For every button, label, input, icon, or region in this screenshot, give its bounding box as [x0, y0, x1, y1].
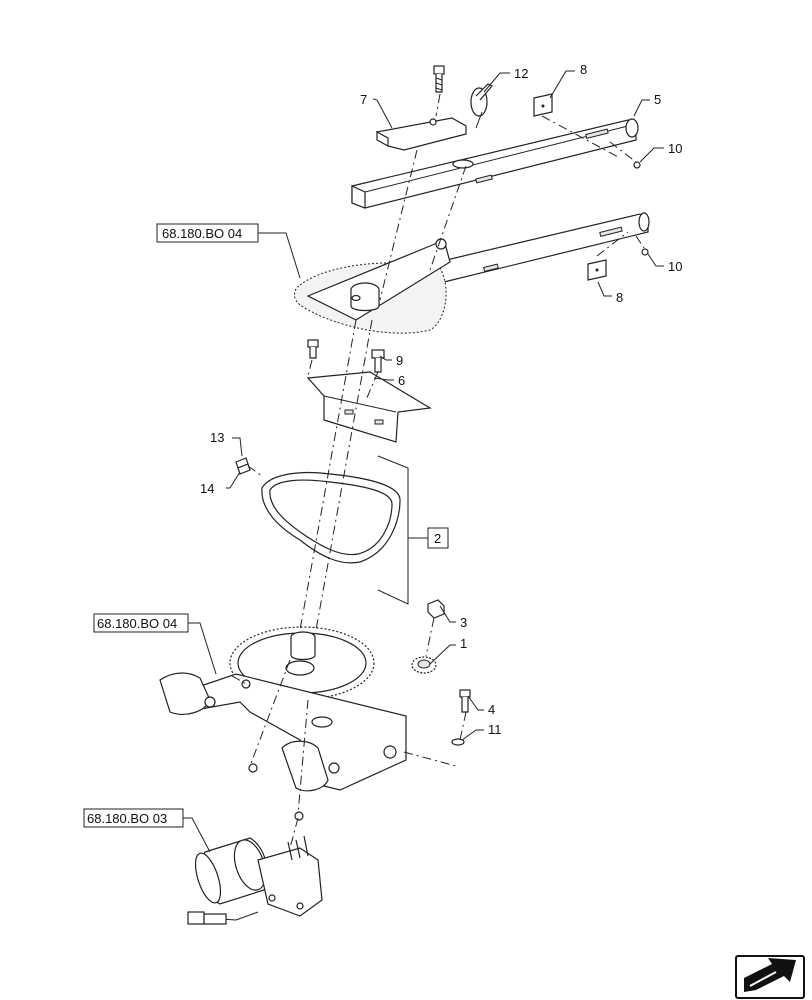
bolt-4 — [459, 689, 471, 713]
wiper-motor — [187, 835, 323, 925]
reference-top-label: 68.180.BO 04 — [162, 226, 242, 241]
clip-top — [533, 93, 553, 117]
callout-8-right: 8 — [616, 290, 623, 305]
reference-mid-label: 68.180.BO 04 — [97, 616, 177, 631]
nut-bottom-left — [248, 763, 258, 773]
nut-top — [633, 161, 641, 169]
reference-top[interactable]: 68.180.BO 04 — [156, 223, 259, 243]
callout-11: 11 — [488, 722, 502, 737]
screw-top — [433, 65, 445, 93]
nut-bottom — [294, 811, 304, 821]
callout-13: 13 — [210, 430, 224, 445]
group-bracket — [377, 455, 409, 605]
callout-2[interactable]: 2 — [434, 531, 441, 546]
callout-4: 4 — [488, 702, 495, 717]
callout-5: 5 — [654, 92, 661, 107]
leader-lines — [183, 70, 664, 853]
callout-10-top: 10 — [668, 141, 682, 156]
nut-right — [641, 248, 649, 256]
callout-1: 1 — [460, 636, 467, 651]
clip-right — [587, 259, 607, 281]
gear-washer-1 — [411, 656, 437, 674]
callout-7: 7 — [360, 92, 367, 107]
next-page-arrow-icon[interactable] — [735, 955, 805, 999]
wiper-arm-upper — [351, 118, 639, 209]
wiper-disc — [293, 238, 451, 334]
bolt-9 — [371, 349, 385, 373]
callout-2-box — [427, 527, 449, 549]
callout-6: 6 — [398, 373, 405, 388]
shield — [306, 371, 432, 443]
callout-8-top: 8 — [580, 62, 587, 77]
reference-bottom[interactable]: 68.180.BO 03 — [83, 808, 184, 828]
callout-12: 12 — [514, 66, 528, 81]
reference-bottom-label: 68.180.BO 03 — [87, 811, 167, 826]
lynch-pin — [470, 83, 493, 129]
base-bracket — [159, 672, 407, 792]
belt — [261, 471, 401, 564]
assembly-centerlines — [231, 93, 645, 849]
blade-cover — [375, 117, 467, 151]
nut-3 — [427, 599, 445, 619]
wiper-arm-lower — [437, 212, 650, 283]
fastener-13-14 — [235, 457, 251, 475]
washer-11 — [451, 738, 465, 746]
reference-mid[interactable]: 68.180.BO 04 — [93, 613, 189, 633]
callout-3: 3 — [460, 615, 467, 630]
callout-14: 14 — [200, 481, 214, 496]
callout-9: 9 — [396, 353, 403, 368]
bolt-left — [307, 339, 319, 359]
callout-10-right: 10 — [668, 259, 682, 274]
